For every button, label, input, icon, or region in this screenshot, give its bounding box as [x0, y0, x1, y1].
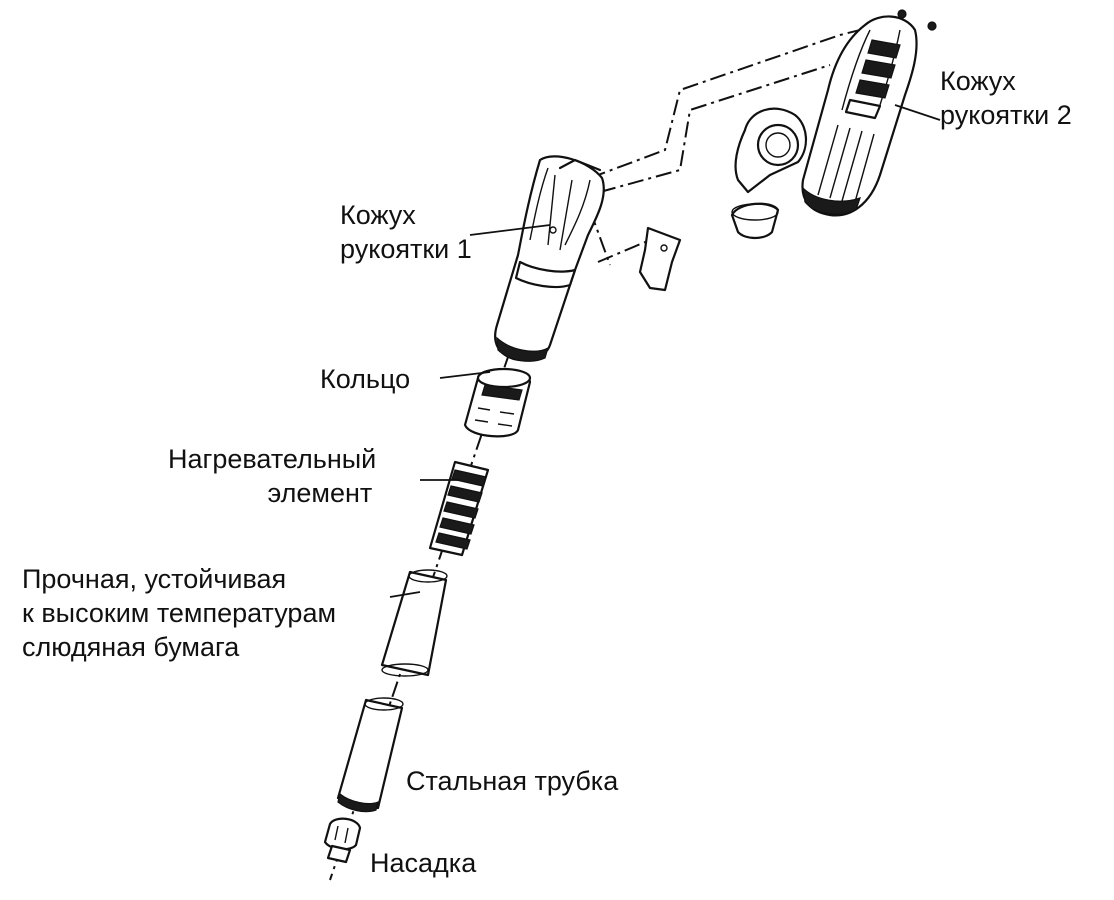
leader-ring — [439, 371, 491, 379]
label-housing1-line2: рукоятки 1 — [340, 234, 472, 264]
label-ring: Кольцо — [320, 362, 410, 396]
ring-part — [463, 367, 532, 438]
mica-paper-part — [380, 569, 448, 677]
label-nozzle: Насадка — [370, 846, 476, 880]
label-heater: Нагревательный элемент — [168, 442, 376, 510]
handle-housing-2-part — [801, 9, 937, 217]
label-housing2-line2: рукоятки 2 — [940, 100, 1072, 130]
label-heater-line2: элемент — [267, 478, 373, 508]
label-mica-line2: к высоким температурам — [22, 598, 337, 628]
label-steel-tube: Стальная трубка — [406, 764, 618, 798]
leader-lines — [389, 104, 941, 598]
label-heater-line1: Нагревательный — [168, 444, 377, 474]
leader-housing1 — [469, 224, 551, 236]
label-housing2-line1: Кожух — [940, 66, 1016, 96]
label-mica-paper: Прочная, устойчивая к высоким температур… — [22, 562, 336, 664]
housing-connect-axis-upper — [589, 24, 881, 179]
label-mica-line3: слюдяная бумага — [22, 632, 240, 662]
cone-part — [730, 202, 780, 240]
leader-mica — [389, 591, 421, 598]
label-handle-housing-2: Кожух рукоятки 2 — [940, 64, 1072, 132]
heater-part — [428, 460, 490, 557]
steel-tube-part — [336, 697, 404, 813]
label-housing1-line1: Кожух — [340, 200, 416, 230]
leader-housing2 — [894, 104, 941, 121]
label-tube-text: Стальная трубка — [406, 766, 619, 796]
label-ring-text: Кольцо — [320, 364, 411, 394]
fan-part — [734, 107, 807, 194]
handle-housing-1-part — [494, 155, 605, 362]
label-nozzle-text: Насадка — [370, 848, 477, 878]
housing-connect-axis-lower — [599, 64, 831, 193]
nozzle-part — [323, 817, 362, 864]
switch-plate-part — [638, 226, 682, 292]
label-mica-line1: Прочная, устойчивая — [22, 564, 287, 594]
label-handle-housing-1: Кожух рукоятки 1 — [340, 198, 472, 266]
